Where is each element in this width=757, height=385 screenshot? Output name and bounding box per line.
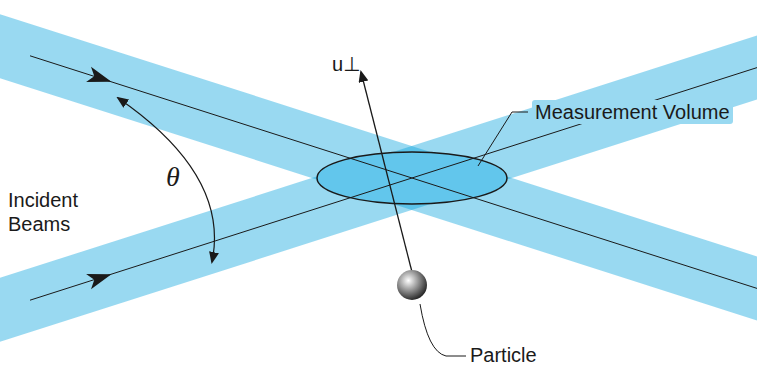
leader-line	[478, 112, 528, 166]
beam-label: Incident Beams	[8, 188, 108, 236]
leader-line	[420, 304, 466, 356]
beam-arrowhead	[86, 67, 114, 90]
particle-label: Particle	[470, 343, 537, 367]
angle-symbol: θ	[166, 160, 180, 194]
beam-axis	[30, 68, 757, 301]
velocity-label: u⊥	[332, 52, 361, 76]
laser-beam	[0, 31, 757, 345]
angle-arc	[118, 98, 214, 262]
beam-axis	[30, 56, 757, 289]
volume-label: Measurement Volume	[532, 100, 733, 124]
particle-sphere	[397, 270, 427, 300]
velocity-arrow	[361, 72, 412, 272]
beam-arrowhead	[86, 267, 114, 290]
